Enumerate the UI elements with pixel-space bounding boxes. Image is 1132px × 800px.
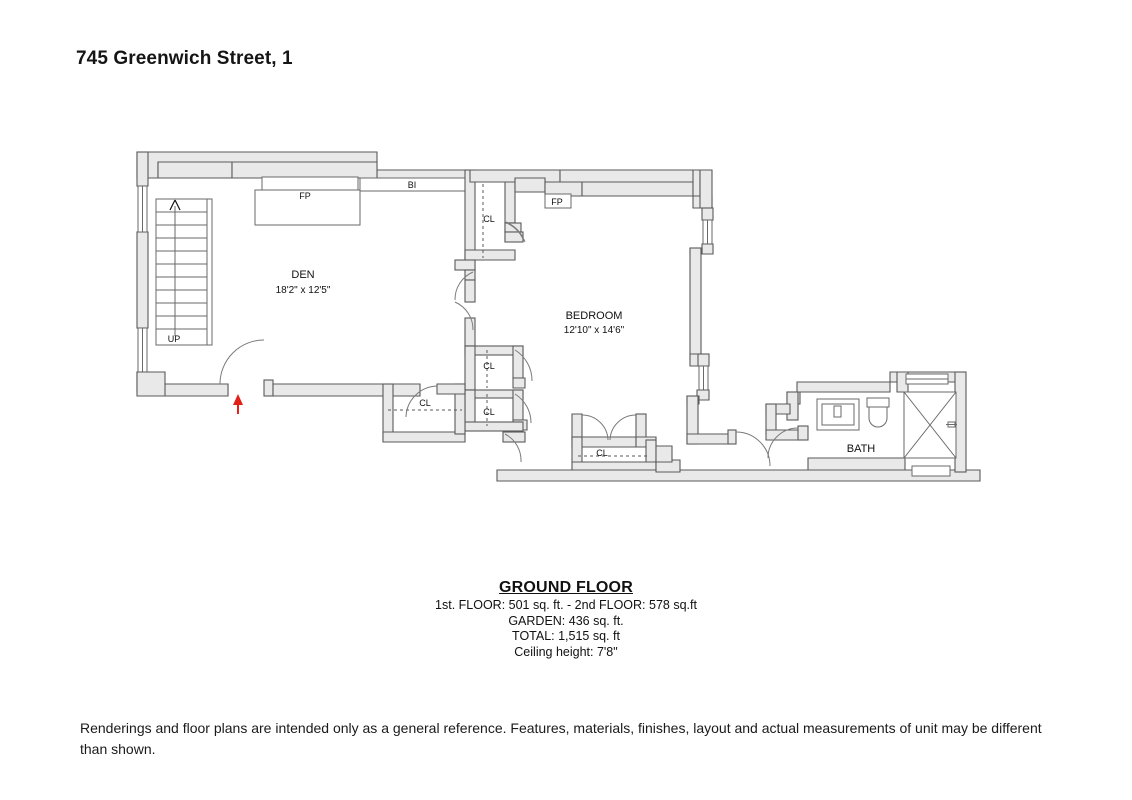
wall-den-bottom-right xyxy=(272,383,390,397)
caption-line-2: GARDEN: 436 sq. ft. xyxy=(508,613,624,628)
room-label-den: DEN 18'2" x 12'5" xyxy=(276,269,331,296)
stair-up-label: UP xyxy=(168,334,181,344)
cl-label-den-side: CL xyxy=(419,398,431,408)
closet-lower xyxy=(464,389,532,432)
wall-den-left xyxy=(136,151,149,393)
wall-den-bedroom-divider xyxy=(454,259,476,347)
den-dims: 18'2" x 12'5" xyxy=(276,285,331,296)
entrance-arrow xyxy=(233,394,243,414)
caption-line-1: 1st. FLOOR: 501 sq. ft. - 2nd FLOOR: 578… xyxy=(435,598,697,612)
hall-door-lower xyxy=(502,431,526,463)
staircase xyxy=(155,198,213,346)
closet-mid xyxy=(464,345,533,391)
floorplan-drawing: .wall { fill:#e9e9e9; stroke:#5a5a5a; st… xyxy=(136,151,981,482)
cl-label-bedroom: CL xyxy=(596,448,608,458)
bedroom-door-right xyxy=(727,429,771,467)
wall-bedroom-right xyxy=(686,207,731,445)
room-label-bedroom: BEDROOM 12'10" x 14'6" xyxy=(564,310,625,336)
closet-upper xyxy=(464,169,526,261)
toilet-fixture xyxy=(866,397,890,428)
fireplace-den xyxy=(254,176,361,226)
sink-fixture xyxy=(816,398,860,431)
closet-den-side xyxy=(382,383,466,443)
fp-label-bedroom: FP xyxy=(551,197,563,207)
wall-bedroom-top-right xyxy=(692,169,713,209)
caption-title: GROUND FLOOR xyxy=(499,579,633,596)
bedroom-dims: 12'10" x 14'6" xyxy=(564,325,625,336)
bedroom-name: BEDROOM xyxy=(566,310,623,322)
fp-label-den: FP xyxy=(299,191,311,201)
wall-den-bottom xyxy=(164,383,229,397)
cl-label-upper: CL xyxy=(483,214,495,224)
cl-label-mid: CL xyxy=(483,361,495,371)
page-title: 745 Greenwich Street, 1 xyxy=(76,48,293,69)
closet-bedroom xyxy=(571,413,657,473)
wall-den-outer xyxy=(136,151,471,179)
caption-line-4: Ceiling height: 7'8" xyxy=(514,644,618,659)
cl-label-lower: CL xyxy=(483,407,495,417)
floorplan-caption: GROUND FLOOR 1st. FLOOR: 501 sq. ft. - 2… xyxy=(0,578,1132,660)
disclaimer-text: Renderings and floor plans are intended … xyxy=(80,720,1042,757)
bi-label: BI xyxy=(408,180,417,190)
den-name: DEN xyxy=(291,269,314,281)
bath-label: BATH xyxy=(847,443,876,455)
shower-fixture xyxy=(903,373,957,477)
caption-line-3: TOTAL: 1,515 sq. ft xyxy=(512,629,620,643)
